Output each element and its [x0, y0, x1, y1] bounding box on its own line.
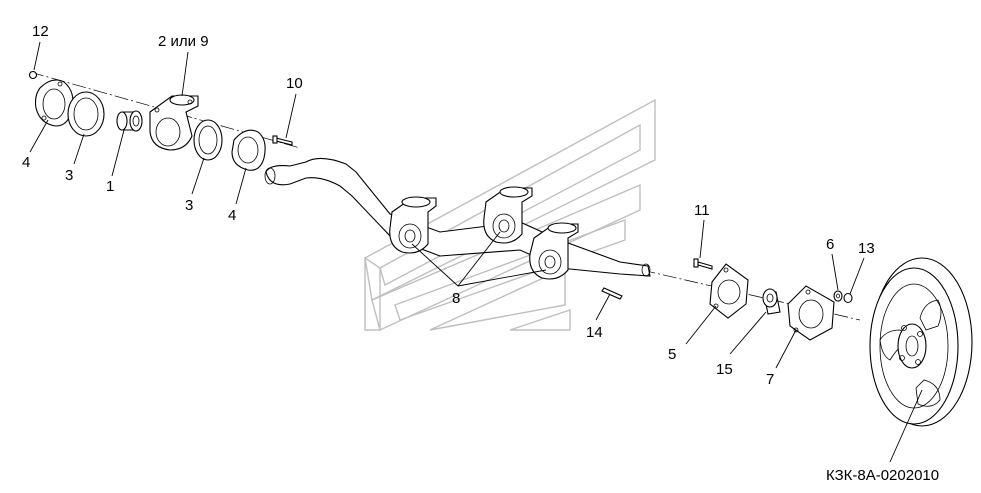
gasket-4-right — [231, 129, 266, 171]
callout-4-right: 4 — [228, 207, 236, 224]
callout-1: 1 — [106, 178, 114, 195]
callout-14: 14 — [586, 324, 603, 341]
nut-13 — [843, 292, 853, 304]
leader-lines — [29, 41, 923, 463]
callout-11: 11 — [694, 202, 710, 219]
drawing-code: КЗК-8А-0202010 — [826, 467, 939, 484]
callout-4-left: 4 — [22, 154, 30, 171]
callout-2-or-9: 2 или 9 — [158, 33, 209, 50]
bearing-1 — [116, 110, 143, 132]
pulley — [869, 257, 973, 427]
bolt-10 — [272, 135, 293, 146]
key-14 — [601, 287, 623, 300]
bearing-housing-8-b — [483, 186, 533, 244]
callout-12: 12 — [32, 23, 49, 40]
callout-3-left: 3 — [65, 167, 73, 184]
callout-13: 13 — [858, 240, 875, 257]
callout-3-right: 3 — [185, 197, 193, 214]
callout-10: 10 — [286, 75, 303, 92]
flange-5 — [709, 263, 749, 319]
flange-7 — [787, 285, 835, 341]
callout-6: 6 — [826, 236, 834, 253]
bolt-11 — [693, 258, 713, 270]
bearing-housing-2-9 — [149, 94, 199, 151]
callout-7: 7 — [766, 371, 774, 388]
bearing-housing-8-a — [389, 196, 437, 254]
gasket-3-right — [193, 119, 223, 161]
nut-12 — [28, 70, 38, 80]
washer-6 — [833, 290, 843, 302]
gasket-3-left — [67, 91, 105, 137]
bushing-15 — [762, 288, 781, 315]
callout-5: 5 — [668, 346, 676, 363]
callout-15: 15 — [716, 361, 733, 378]
callout-8: 8 — [452, 290, 460, 307]
bearing-housing-8-c — [529, 222, 579, 280]
gasket-4-left — [34, 79, 74, 127]
